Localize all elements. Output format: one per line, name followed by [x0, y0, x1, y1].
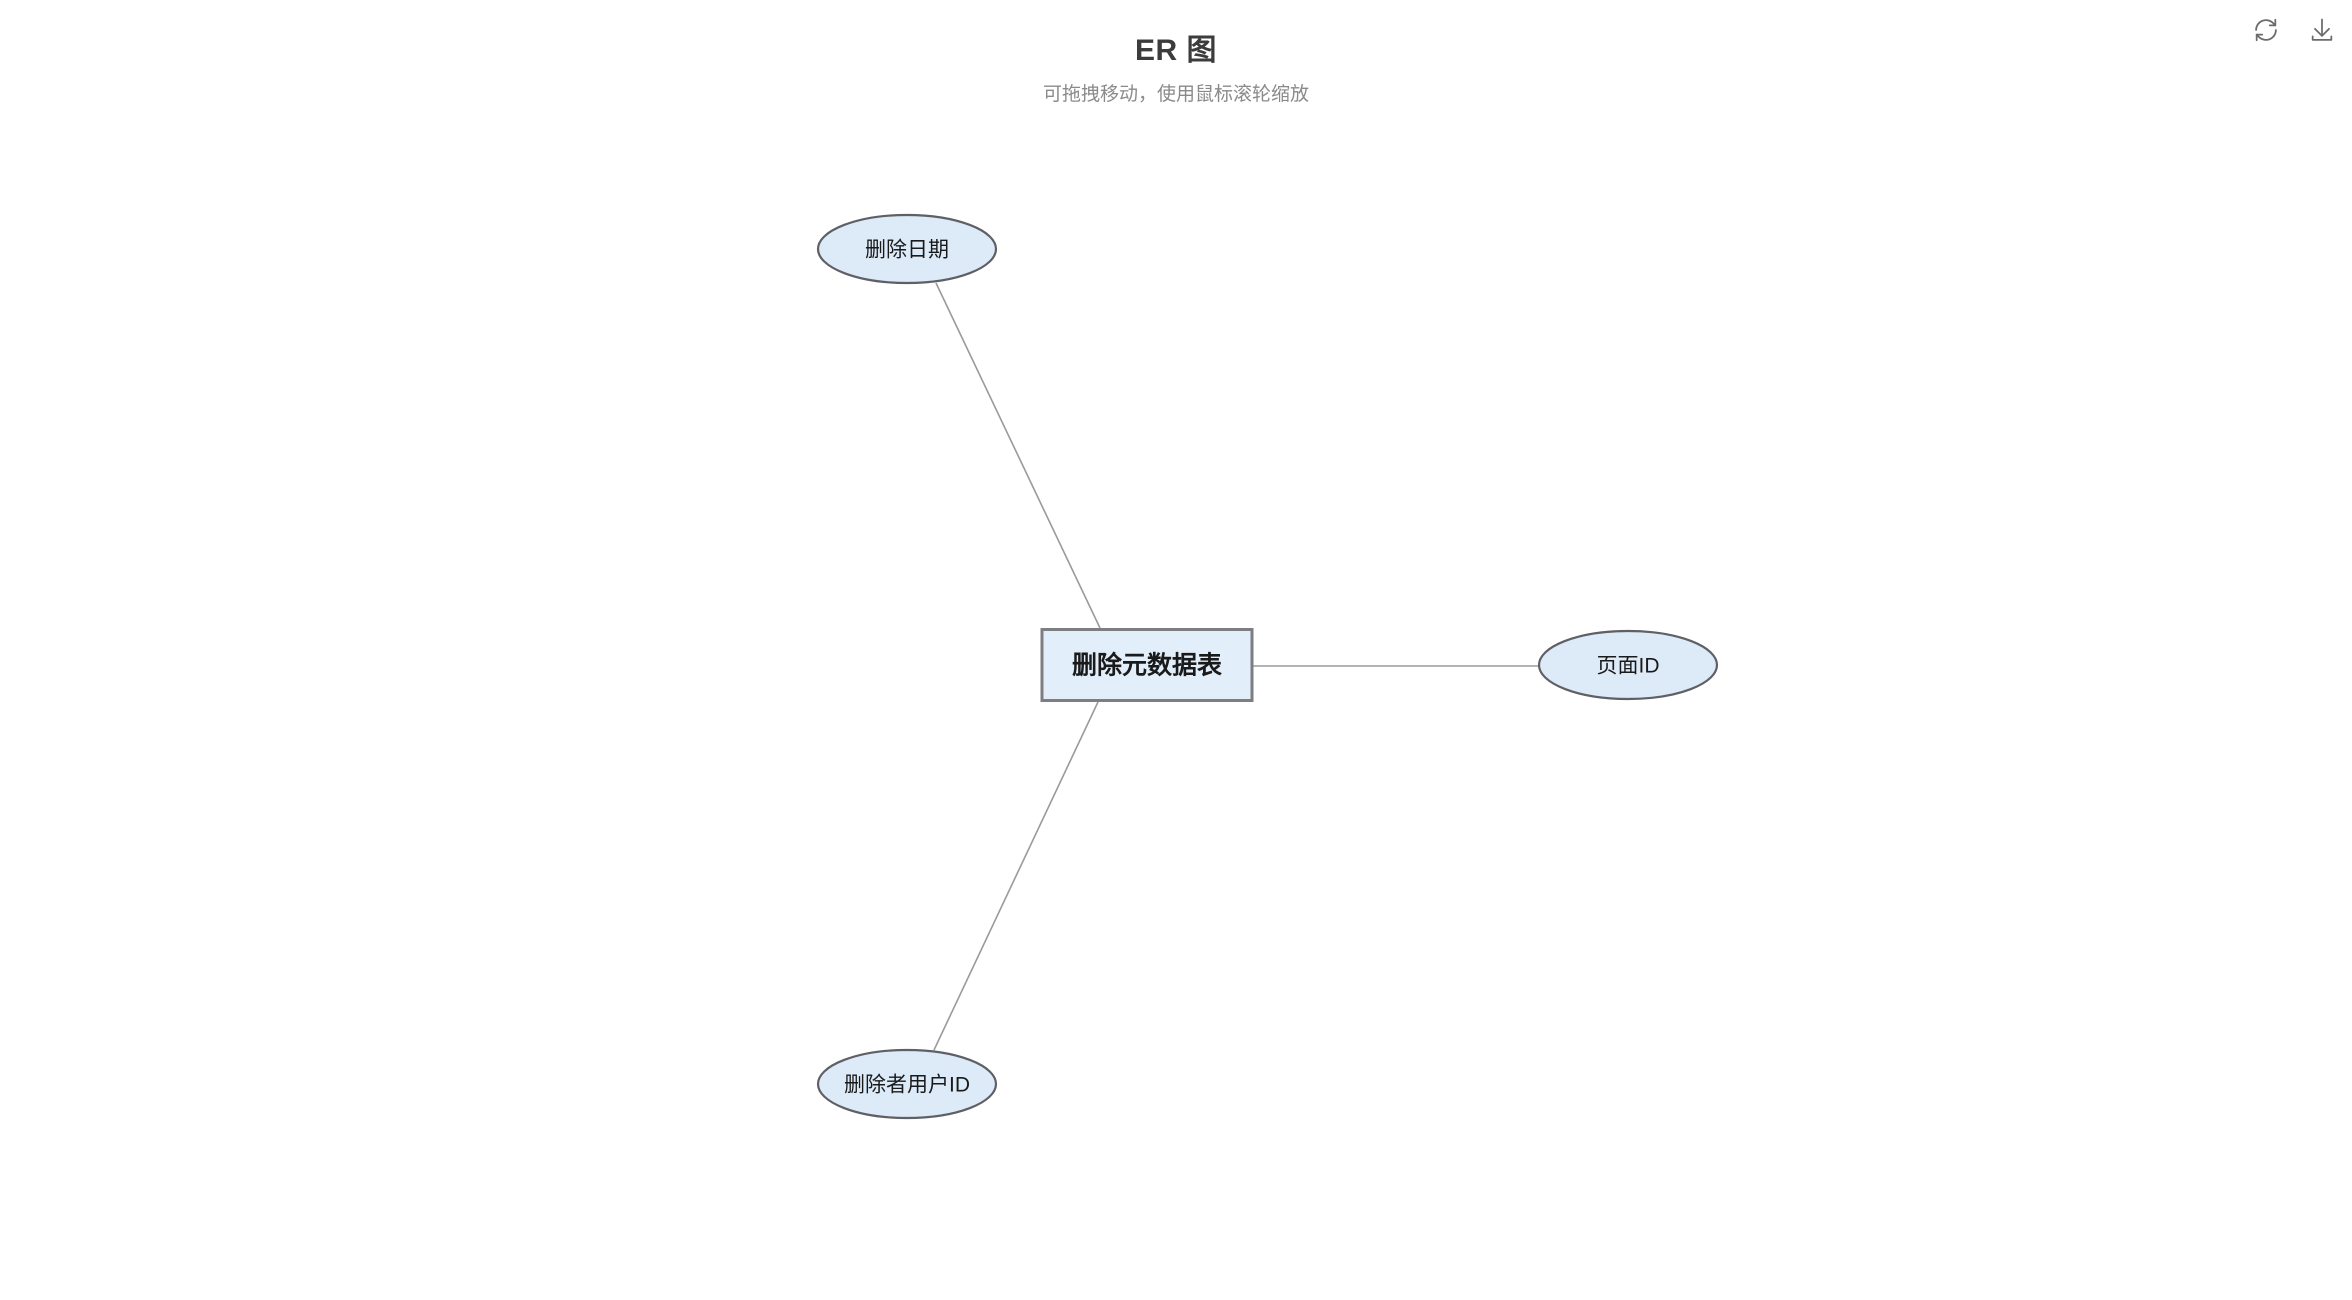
attribute-node-delete-date[interactable]: 删除日期	[816, 213, 998, 285]
attribute-label: 删除日期	[865, 239, 949, 262]
reset-view-button[interactable]	[2244, 8, 2288, 52]
attribute-label: 页面ID	[1597, 655, 1660, 678]
download-icon	[2308, 16, 2336, 44]
edge-entity-to-deleter-user-id	[933, 701, 1099, 1051]
attribute-node-deleter-user-id[interactable]: 删除者用户ID	[816, 1048, 998, 1120]
attribute-ellipse[interactable]	[816, 1048, 998, 1120]
attribute-ellipse[interactable]	[816, 213, 998, 285]
attribute-label: 删除者用户ID	[844, 1074, 970, 1097]
toolbar	[2244, 8, 2344, 52]
download-button[interactable]	[2300, 8, 2344, 52]
entity-label: 删除元数据表	[1072, 651, 1223, 680]
entity-rect[interactable]	[1040, 628, 1254, 702]
entity-node-delete-metadata-table[interactable]: 删除元数据表	[1040, 628, 1254, 702]
edge-group	[933, 282, 1539, 1051]
attribute-node-page-id[interactable]: 页面ID	[1537, 629, 1719, 701]
edge-entity-to-delete-date	[935, 282, 1101, 629]
refresh-icon	[2252, 16, 2280, 44]
attribute-ellipse[interactable]	[1537, 629, 1719, 701]
